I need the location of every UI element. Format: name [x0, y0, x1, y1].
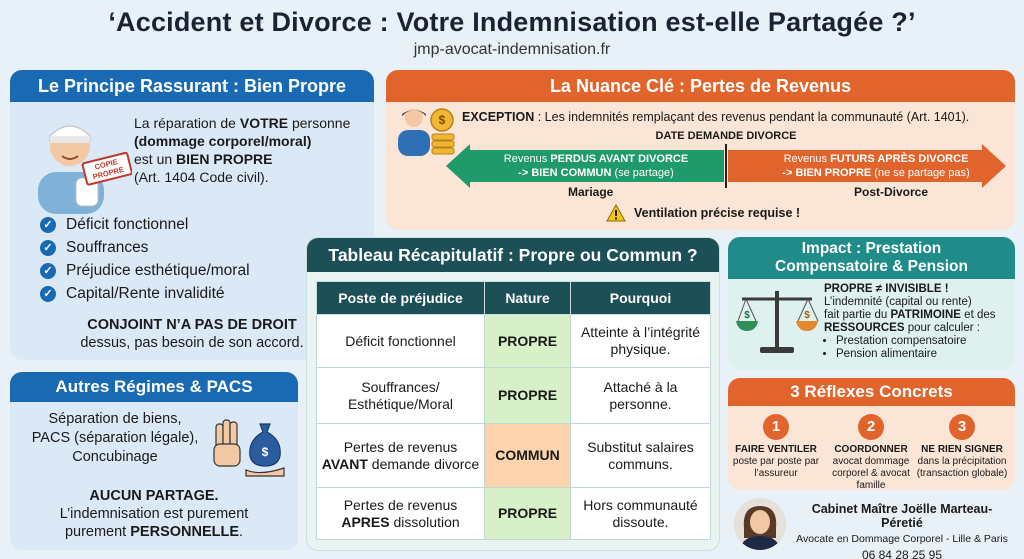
reflexes-panel: 3 Réflexes Concrets 1 FAIRE VENTILER pos… [728, 378, 1015, 490]
col-poste: Poste de préjudice [316, 281, 485, 315]
list-item: ✓Préjudice esthétique/moral [40, 259, 250, 282]
check-icon: ✓ [40, 239, 56, 256]
table-row: Déficit fonctionnel PROPRE Atteinte à l’… [316, 314, 711, 368]
avatar [734, 498, 786, 550]
autres-regimes-title: Autres Régimes & PACS [10, 372, 298, 402]
page-title: ‘Accident et Divorce : Votre Indemnisati… [108, 7, 916, 37]
check-icon: ✓ [40, 216, 56, 233]
list-item: Pension alimentaire [836, 348, 1012, 361]
list-item: ✓Déficit fonctionnel [40, 213, 250, 236]
phase-mariage: Mariage [568, 185, 614, 199]
header: ‘Accident et Divorce : Votre Indemnisati… [0, 0, 1024, 64]
website-link[interactable]: jmp-avocat-indemnisation.fr [413, 41, 611, 58]
col-nature: Nature [484, 281, 571, 315]
tableau-title: Tableau Récapitulatif : Propre ou Commun… [307, 238, 719, 272]
right-arrow-label: Revenus FUTURS APRÈS DIVORCE -> BIEN PRO… [782, 153, 970, 179]
nuance-panel: La Nuance Clé : Pertes de Revenus $ EXCE… [386, 70, 1015, 230]
reflexes-title: 3 Réflexes Concrets [728, 378, 1015, 406]
reflexe-item: 1 FAIRE VENTILER poste par poste par l’a… [728, 414, 824, 480]
person-coins-icon: $ [398, 108, 455, 156]
bien-propre-list: ✓Déficit fonctionnel ✓Souffrances ✓Préju… [40, 213, 250, 305]
autres-regimes-panel: Autres Régimes & PACS Séparation de bien… [10, 372, 298, 550]
step-number: 1 [763, 414, 789, 440]
phase-post-divorce: Post-Divorce [854, 185, 929, 199]
left-arrow-shape [446, 144, 724, 188]
injured-person-icon: COPIE PROPRE [38, 125, 132, 214]
conjoint-note: CONJOINT N’A PAS DE DROIT dessus, pas be… [80, 317, 304, 351]
col-pourquoi: Pourquoi [570, 281, 711, 315]
left-arrow-label: Revenus PERDUS AVANT DIVORCE -> BIEN COM… [503, 153, 689, 179]
portrait-icon [734, 498, 786, 550]
date-divorce-label: DATE DEMANDE DIVORCE [655, 130, 797, 142]
check-icon: ✓ [40, 285, 56, 302]
exception-text: EXCEPTION : Les indemnités remplaçant de… [462, 110, 970, 124]
cabinet-role: Avocate en Dommage Corporel - Lille & Pa… [796, 533, 1008, 545]
table-header-row: Poste de préjudice Nature Pourquoi [316, 281, 711, 315]
svg-text:$: $ [804, 310, 810, 321]
right-arrow-shape [728, 144, 1006, 188]
reflexe-item: 3 NE RIEN SIGNER dans la précipitation (… [914, 414, 1010, 480]
ventilation-warning: Ventilation précise requise ! [606, 204, 800, 222]
timeline-arrow [446, 144, 1006, 188]
bien-propre-panel: Le Principe Rassurant : Bien Propre COPI… [10, 70, 374, 360]
list-item: Prestation compensatoire [836, 335, 1012, 348]
cabinet-phone[interactable]: 06 84 28 25 95 [861, 548, 943, 559]
list-item: ✓Souffrances [40, 236, 250, 259]
cabinet-name: Cabinet Maître Joëlle Marteau-Péretié [811, 502, 993, 530]
reflexe-item: 2 COORDONNER avocat dommage corporel & a… [823, 414, 919, 490]
svg-text:$: $ [262, 445, 269, 459]
step-number: 2 [858, 414, 884, 440]
warning-icon [606, 204, 626, 222]
check-icon: ✓ [40, 262, 56, 279]
impact-panel: Impact : Prestation Compensatoire & Pens… [728, 237, 1015, 370]
nuance-title: La Nuance Clé : Pertes de Revenus [386, 70, 1015, 102]
list-item: ✓Capital/Rente invalidité [40, 282, 250, 305]
regimes-list: Séparation de biens, PACS (séparation lé… [31, 411, 199, 465]
svg-text:$: $ [439, 113, 446, 127]
table-row: Souffrances/ Esthétique/Moral PROPRE Att… [316, 367, 711, 424]
step-number: 3 [949, 414, 975, 440]
impact-title: Impact : Prestation Compensatoire & Pens… [728, 237, 1015, 279]
aucun-partage-note: AUCUN PARTAGE. L’indemnisation est purem… [59, 488, 249, 540]
money-bag-hand-icon: $ [213, 419, 285, 477]
tableau-panel: Tableau Récapitulatif : Propre ou Commun… [306, 237, 720, 551]
scale-icon: $ $ [736, 291, 819, 353]
impact-text: PROPRE ≠ INVISIBLE ! L’indemnité (capita… [824, 283, 1012, 361]
bien-propre-text: La réparation de VOTRE personne (dommage… [134, 115, 351, 185]
bien-propre-title: Le Principe Rassurant : Bien Propre [10, 70, 374, 102]
svg-text:$: $ [744, 310, 750, 321]
cabinet-footer: Cabinet Maître Joëlle Marteau-Péretié Av… [728, 496, 1015, 559]
recap-table: Poste de préjudice Nature Pourquoi Défic… [316, 281, 711, 540]
